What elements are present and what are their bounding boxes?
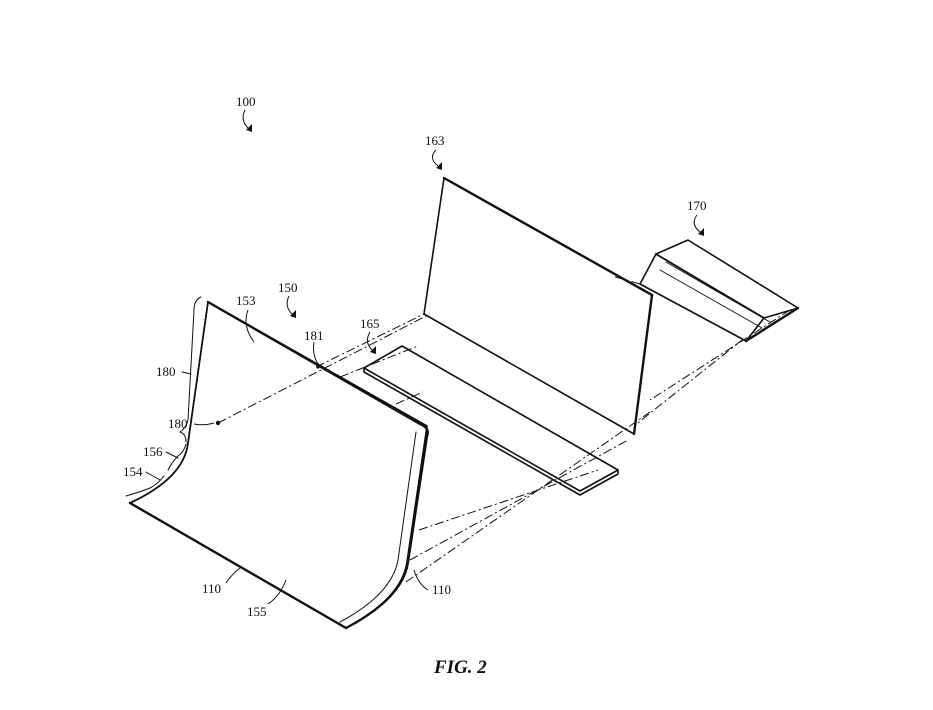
rear-panel xyxy=(423,176,654,436)
keyboard-ridge xyxy=(665,261,771,323)
leader-154 xyxy=(145,471,161,481)
label-110-right: 110 xyxy=(432,582,451,597)
device-back-panel xyxy=(129,301,428,629)
leader-153 xyxy=(245,309,255,343)
device-left-curve xyxy=(129,301,209,504)
leader-155 xyxy=(267,579,287,605)
bracket-180 xyxy=(178,296,202,443)
projection-line-hinge-mid xyxy=(339,345,419,378)
keyboard-top-face xyxy=(655,239,799,319)
projection-line-lower-3 xyxy=(405,411,651,583)
projection-line-hinge-top xyxy=(315,313,425,368)
leader-170 xyxy=(693,214,701,233)
label-153: 153 xyxy=(236,293,256,308)
projection-line-lower-1 xyxy=(418,469,599,531)
label-110-left: 110 xyxy=(202,581,221,596)
projection-line-strip-left xyxy=(395,391,424,405)
strip-top-face xyxy=(363,345,619,492)
projection-line-keyboard-back xyxy=(611,275,641,285)
keyboard-right-edge xyxy=(744,306,800,343)
strip-side-face xyxy=(363,367,619,496)
figure-caption: FIG. 2 xyxy=(433,657,487,678)
side-brackets xyxy=(125,296,202,497)
arrowhead-165 xyxy=(370,346,376,354)
label-100: 100 xyxy=(236,94,256,109)
leader-181 xyxy=(313,341,319,365)
device-top-edge xyxy=(206,300,429,438)
arrowhead-163 xyxy=(436,162,442,170)
leader-110-left xyxy=(225,567,241,584)
keyboard-front-face xyxy=(639,253,765,342)
leader-163 xyxy=(432,149,439,167)
keyboard-ridge-2 xyxy=(659,269,763,329)
projection-line-lower-2 xyxy=(409,439,629,561)
label-180-upper: 180 xyxy=(156,364,176,379)
projection-line-keyboard-side xyxy=(649,309,791,401)
bracket-156 xyxy=(167,443,187,471)
strip-component xyxy=(363,345,619,496)
rear-panel-top-edge xyxy=(442,176,654,297)
label-165: 165 xyxy=(360,316,380,331)
label-155: 155 xyxy=(247,604,267,619)
projection-line-keyboard-front xyxy=(633,339,743,427)
device-base-front-edge xyxy=(128,501,348,630)
projection-lines xyxy=(217,275,791,583)
arrowhead-170 xyxy=(698,228,704,236)
label-156: 156 xyxy=(143,444,163,459)
leader-180-lower xyxy=(193,422,215,426)
leader-110-right xyxy=(413,569,429,591)
label-163: 163 xyxy=(425,133,445,148)
label-150: 150 xyxy=(278,280,298,295)
leaders xyxy=(193,109,704,605)
label-170: 170 xyxy=(687,198,707,213)
label-181: 181 xyxy=(304,328,324,343)
leader-150 xyxy=(286,295,293,315)
leader-165 xyxy=(366,331,373,351)
keyboard-module xyxy=(639,239,800,343)
reference-labels: 100 163 170 150 153 165 181 180 180 156 … xyxy=(123,94,707,619)
label-180-lower: 180 xyxy=(168,416,188,431)
leader-100 xyxy=(242,109,249,129)
arrowhead-150 xyxy=(290,310,296,318)
rear-panel-right-edge xyxy=(632,293,654,436)
flexible-device xyxy=(128,300,429,630)
arrowhead-100 xyxy=(246,124,252,132)
hinge-mark xyxy=(316,365,320,369)
rear-panel-outline xyxy=(423,177,653,435)
device-right-edge xyxy=(344,434,429,630)
label-154: 154 xyxy=(123,464,143,479)
pivot-point xyxy=(215,420,221,426)
leader-180-upper xyxy=(181,371,192,375)
leader-156 xyxy=(165,451,179,459)
device-right-curve-inner xyxy=(339,431,417,623)
